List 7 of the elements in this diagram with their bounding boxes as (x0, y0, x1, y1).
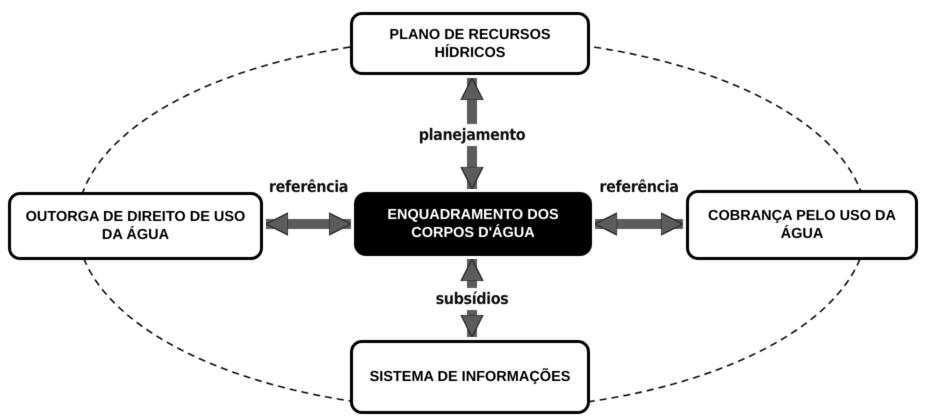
process-box: OUTORGA DE DIREITO DE USO DA ÁGUA (8, 192, 263, 260)
double-block-arrow (265, 212, 352, 236)
process-box: SISTEMA DE INFORMAÇÕES (350, 340, 590, 414)
process-box: PLANO DE RECURSOS HÍDRICOS (350, 12, 590, 75)
highlighted-box: ENQUADRAMENTO DOS CORPOS D'ÁGUA (354, 192, 592, 256)
process-box: COBRANÇA PELO USO DA ÁGUA (686, 190, 918, 260)
double-block-arrow (460, 77, 484, 190)
